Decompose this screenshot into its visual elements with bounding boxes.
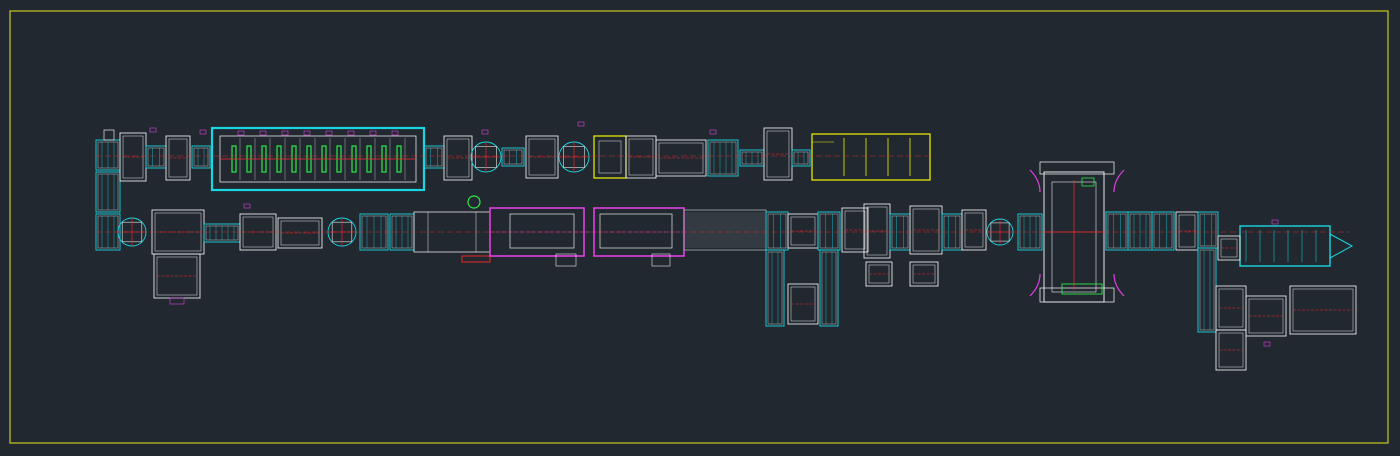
oven-zone-tag bbox=[303, 130, 311, 136]
yellow-workcell-inner bbox=[598, 140, 622, 174]
magenta-swing-arc bbox=[1029, 169, 1041, 193]
conveyor-inner-frame bbox=[147, 147, 165, 167]
upper-transfer-station bbox=[655, 139, 707, 177]
conveyor-inner-frame bbox=[205, 225, 239, 241]
feeder-head bbox=[103, 129, 115, 141]
enclosure-2-inner bbox=[599, 213, 673, 249]
callout-tag bbox=[709, 129, 717, 135]
upper-press-station bbox=[165, 135, 191, 181]
oven-zone-tag bbox=[259, 130, 267, 136]
green-robot-base bbox=[467, 195, 481, 209]
magenta-swing-arc bbox=[1113, 169, 1125, 193]
oven-zone-tag bbox=[237, 130, 245, 136]
right-lower-machine bbox=[1289, 285, 1357, 335]
right-cyan-1 bbox=[1105, 211, 1129, 251]
conveyor-inner-frame bbox=[193, 147, 209, 167]
drop-line-2 bbox=[819, 249, 839, 327]
inspection-station bbox=[525, 135, 559, 179]
mid-station-5 bbox=[961, 209, 987, 251]
main-press-top-rail bbox=[1039, 161, 1115, 175]
conveyor-inner-frame bbox=[97, 141, 119, 169]
upper-link-1 bbox=[501, 147, 525, 167]
mid-side-unit-2 bbox=[909, 261, 939, 287]
conveyor-inner-frame bbox=[767, 213, 787, 249]
right-cyan-4 bbox=[1197, 211, 1219, 249]
callout-tag bbox=[199, 129, 207, 135]
upper-buffer-1 bbox=[145, 145, 167, 169]
machine-inner bbox=[912, 208, 940, 252]
post-oven-conveyor bbox=[423, 145, 445, 169]
drop-station bbox=[787, 283, 819, 325]
conveyor-inner-frame bbox=[97, 173, 119, 211]
conveyor-inner-frame bbox=[503, 149, 523, 165]
right-bottom-station bbox=[1215, 329, 1247, 371]
mid-cyan-2 bbox=[817, 211, 841, 251]
right-lower-station-2 bbox=[1245, 295, 1287, 337]
red-marker-block bbox=[461, 255, 491, 263]
callout-tag bbox=[169, 297, 185, 305]
conveyor-inner-frame bbox=[767, 251, 783, 325]
oven-zone-tag bbox=[369, 130, 377, 136]
yellow-storage-rack bbox=[811, 133, 931, 181]
conveyor-inner-frame bbox=[741, 151, 763, 165]
callout-tag bbox=[243, 203, 251, 209]
conveyor-inner-frame bbox=[1153, 213, 1173, 249]
machine-inner bbox=[528, 138, 556, 176]
mid-cyan-1 bbox=[765, 211, 789, 251]
oven-zone-tag bbox=[325, 130, 333, 136]
callout-tag bbox=[481, 129, 489, 135]
oven-zone-tag bbox=[391, 130, 399, 136]
callout-tag bbox=[1271, 219, 1279, 225]
drawing-border-frame bbox=[9, 10, 1389, 444]
production-line-layout bbox=[95, 121, 1357, 371]
outfeed-arrow bbox=[1329, 233, 1354, 259]
magenta-swing-arc bbox=[1029, 273, 1041, 297]
conveyor-inner-frame bbox=[1129, 213, 1151, 249]
conveyor-inner-frame bbox=[425, 147, 443, 167]
callout-tag bbox=[149, 127, 157, 133]
conveyor-inner-frame bbox=[793, 151, 809, 165]
upper-cyan-block bbox=[707, 139, 739, 177]
conveyor-inner-frame bbox=[709, 141, 737, 175]
enclosure-control-box bbox=[555, 253, 577, 267]
right-drop-line bbox=[1197, 247, 1217, 333]
conveyor-inner-frame bbox=[1199, 213, 1217, 247]
upper-link-3 bbox=[791, 149, 811, 167]
lower-station-3 bbox=[277, 217, 323, 249]
conveyor-inner-frame bbox=[1199, 249, 1215, 331]
unloader-feed-station bbox=[1217, 235, 1241, 261]
mid-station-2 bbox=[841, 207, 869, 253]
green-indicator bbox=[1081, 177, 1095, 187]
cooling-station bbox=[443, 135, 473, 181]
right-cyan-3 bbox=[1151, 211, 1175, 251]
callout-tag bbox=[1263, 341, 1271, 347]
enclosure-control-box bbox=[651, 253, 671, 267]
upper-buffer-2 bbox=[191, 145, 211, 169]
mid-side-unit-1 bbox=[865, 261, 893, 287]
callout-tag bbox=[577, 121, 585, 127]
conveyor-inner-frame bbox=[1107, 213, 1127, 249]
drop-line-1 bbox=[765, 249, 785, 327]
green-sensor-bar bbox=[1061, 283, 1103, 295]
enclosure-1-inner bbox=[509, 213, 575, 249]
oven-zone-tag bbox=[347, 130, 355, 136]
main-press-bottom-rail bbox=[1039, 287, 1115, 303]
conveyor-inner-frame bbox=[819, 213, 839, 249]
dense-roller-conveyor bbox=[683, 209, 767, 251]
magenta-swing-arc bbox=[1113, 273, 1125, 297]
vertical-transfer-left bbox=[95, 171, 121, 213]
oven-zone-tag bbox=[281, 130, 289, 136]
conveyor-inner-frame bbox=[821, 251, 837, 325]
